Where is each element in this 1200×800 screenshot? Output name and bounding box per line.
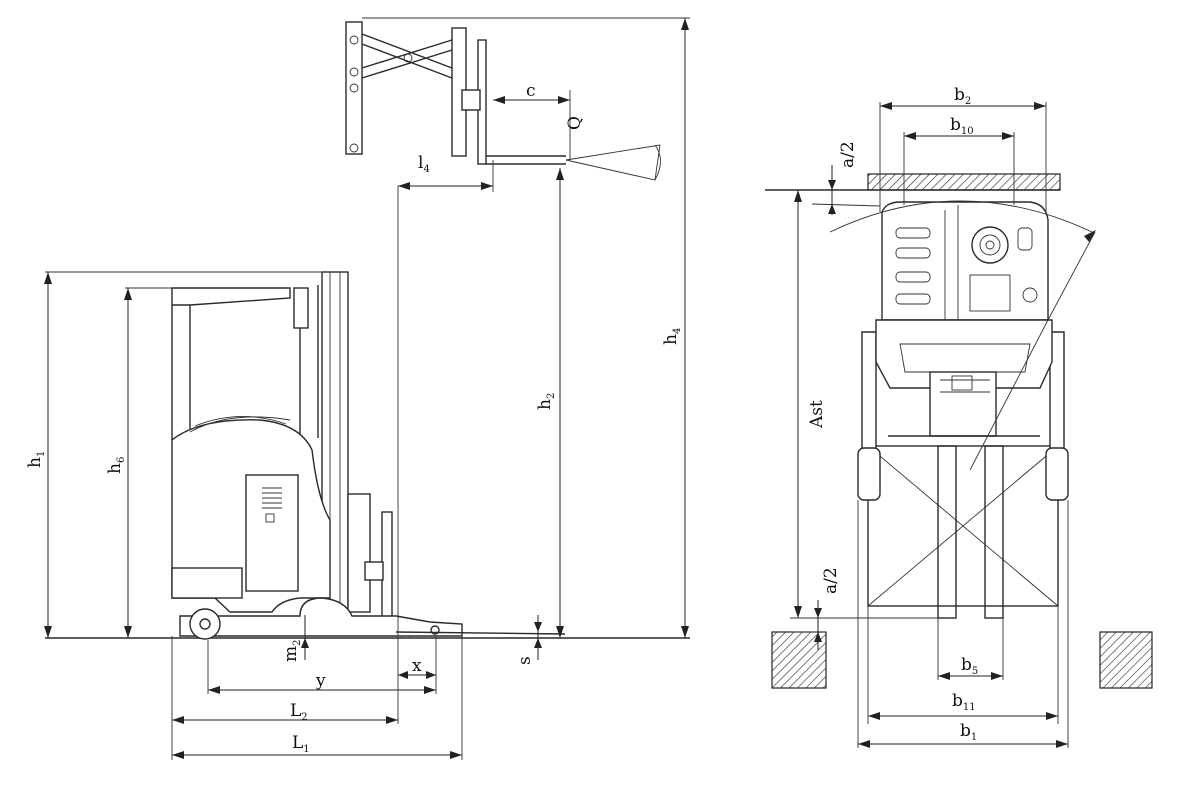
label-h1: h1: [25, 451, 47, 468]
label-l4: l4: [418, 153, 430, 175]
raised-mast-head: [345, 21, 363, 155]
lowered-carriage: [347, 493, 371, 613]
right-fork: [984, 445, 1004, 619]
seat-top: [189, 416, 291, 433]
fork-lowered: [395, 631, 566, 635]
right-load-wheel: [1045, 447, 1069, 501]
left-fork: [937, 445, 957, 619]
turning-arc: [829, 200, 1093, 233]
front-view: b2 b10 a/2 Ast a/2 b5 b11 b1: [765, 85, 1153, 748]
left-load-wheel: [857, 447, 881, 501]
battery-base: [171, 567, 243, 599]
label-a2-bottom: a/2: [821, 567, 841, 594]
control-panel: [245, 474, 299, 592]
label-b2: b2: [954, 85, 971, 107]
raised-carriage-assembly: [345, 21, 661, 181]
chassis: [179, 597, 463, 637]
truck-head: [881, 201, 1049, 321]
label-b11: b11: [952, 691, 976, 713]
label-y: y: [315, 671, 326, 691]
label-m2: m2: [281, 640, 303, 663]
label-b10: b10: [950, 115, 974, 137]
mast-bracket: [293, 287, 309, 329]
left-reach-leg: [861, 331, 877, 451]
right-floor-block: [1099, 631, 1153, 689]
steering-motor: [971, 226, 1009, 264]
label-h6: h6: [105, 457, 127, 474]
drive-unit: [929, 371, 997, 437]
label-Ast: Ast: [807, 400, 827, 429]
label-b1: b1: [960, 721, 977, 743]
label-Q: Q: [565, 116, 585, 130]
label-a2-top: a/2: [838, 141, 858, 168]
overhead-guard: [171, 287, 291, 306]
truck-lower-body: [875, 319, 1053, 389]
side-view: c Q l4 h4 h2 h1 h6 m2 s x y L2 L1: [25, 17, 690, 760]
fork-tilt-indicator: [565, 144, 661, 181]
upper-rack-beam: [867, 173, 1061, 191]
label-x: x: [412, 656, 422, 676]
label-s: s: [515, 656, 535, 665]
label-L2: L2: [290, 701, 308, 723]
label-c: c: [526, 81, 536, 101]
load-pallet: [867, 445, 1059, 607]
label-b5: b5: [961, 655, 978, 677]
label-h4: h4: [661, 328, 683, 345]
pantograph-arm-1: [361, 33, 453, 69]
label-h2: h2: [535, 393, 557, 410]
label-L1: L1: [292, 733, 310, 755]
vent-grille: [262, 487, 282, 523]
